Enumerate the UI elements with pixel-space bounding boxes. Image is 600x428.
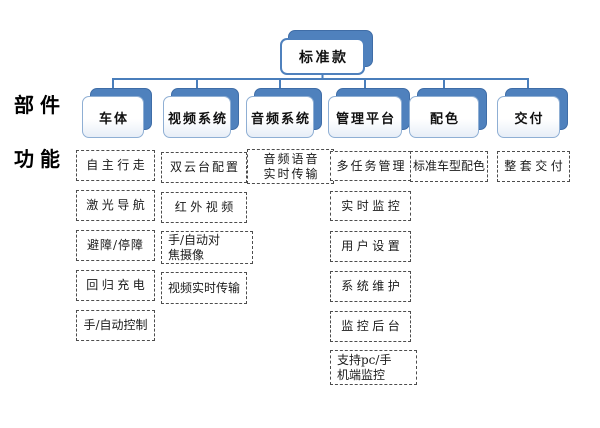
category-label: 交付 bbox=[514, 111, 545, 127]
feature-label: 实时监控 bbox=[341, 198, 404, 213]
feature-box: 音频语音实时传输 bbox=[247, 149, 334, 184]
category-node-face: 车体 bbox=[82, 96, 144, 138]
category-node-audio-system: 音频系统 bbox=[246, 88, 322, 138]
category-node-delivery: 交付 bbox=[497, 88, 568, 138]
feature-box: 支持pc/手机端监控 bbox=[330, 350, 417, 385]
feature-box: 手/自动控制 bbox=[76, 310, 155, 341]
feature-label: 用户设置 bbox=[341, 239, 404, 253]
feature-label: 双云台配置 bbox=[169, 160, 240, 174]
feature-box: 激光导航 bbox=[76, 190, 155, 221]
category-node-face: 交付 bbox=[497, 96, 560, 138]
category-label: 视频系统 bbox=[167, 111, 228, 127]
category-node-management-platform: 管理平台 bbox=[328, 88, 410, 138]
feature-label: 支持pc/手机端监控 bbox=[337, 352, 392, 382]
feature-box: 标准车型配色 bbox=[410, 151, 488, 182]
feature-label: 标准车型配色 bbox=[412, 159, 485, 173]
feature-label: 多任务管理 bbox=[336, 158, 407, 173]
feature-box: 双云台配置 bbox=[161, 152, 247, 183]
category-label: 音频系统 bbox=[250, 111, 311, 127]
feature-box: 多任务管理 bbox=[330, 151, 411, 181]
feature-label: 红外视频 bbox=[174, 200, 237, 214]
category-node-face: 管理平台 bbox=[328, 96, 402, 138]
feature-box: 自主行走 bbox=[76, 150, 155, 181]
feature-box: 回归充电 bbox=[76, 270, 155, 301]
feature-box: 手/自动对焦摄像 bbox=[161, 231, 253, 264]
category-label: 车体 bbox=[98, 111, 129, 127]
category-label: 配色 bbox=[429, 111, 460, 127]
root-node: 标准款 bbox=[280, 30, 373, 75]
feature-label: 视频实时传输 bbox=[167, 280, 240, 295]
side-label-functions: 功能 bbox=[14, 147, 66, 171]
feature-box: 系统维护 bbox=[330, 271, 411, 302]
side-label-components: 部件 bbox=[14, 93, 66, 117]
feature-label: 避障/停障 bbox=[86, 238, 145, 252]
feature-box: 视频实时传输 bbox=[161, 272, 247, 304]
feature-label: 自主行走 bbox=[86, 158, 149, 172]
feature-label: 手/自动对焦摄像 bbox=[168, 232, 221, 262]
category-node-color-scheme: 配色 bbox=[409, 88, 487, 138]
feature-box: 红外视频 bbox=[161, 192, 247, 223]
feature-label: 监控后台 bbox=[341, 319, 404, 333]
category-node-face: 配色 bbox=[409, 96, 479, 138]
feature-label: 手/自动控制 bbox=[83, 318, 148, 332]
category-label: 管理平台 bbox=[335, 111, 396, 127]
feature-label: 音频语音实时传输 bbox=[263, 151, 320, 181]
feature-box: 实时监控 bbox=[330, 191, 411, 221]
feature-box: 避障/停障 bbox=[76, 230, 155, 261]
feature-label: 激光导航 bbox=[86, 198, 149, 212]
feature-label: 整套交付 bbox=[504, 159, 567, 173]
feature-label: 系统维护 bbox=[341, 279, 404, 293]
root-node-face: 标准款 bbox=[280, 38, 365, 75]
root-node-label: 标准款 bbox=[299, 49, 349, 66]
category-node-video-system: 视频系统 bbox=[163, 88, 239, 138]
feature-box: 用户设置 bbox=[330, 231, 411, 262]
category-node-body: 车体 bbox=[82, 88, 152, 138]
feature-box: 整套交付 bbox=[497, 151, 570, 182]
category-node-face: 音频系统 bbox=[246, 96, 314, 138]
feature-box: 监控后台 bbox=[330, 311, 411, 342]
feature-label: 回归充电 bbox=[86, 278, 149, 292]
category-node-face: 视频系统 bbox=[163, 96, 231, 138]
